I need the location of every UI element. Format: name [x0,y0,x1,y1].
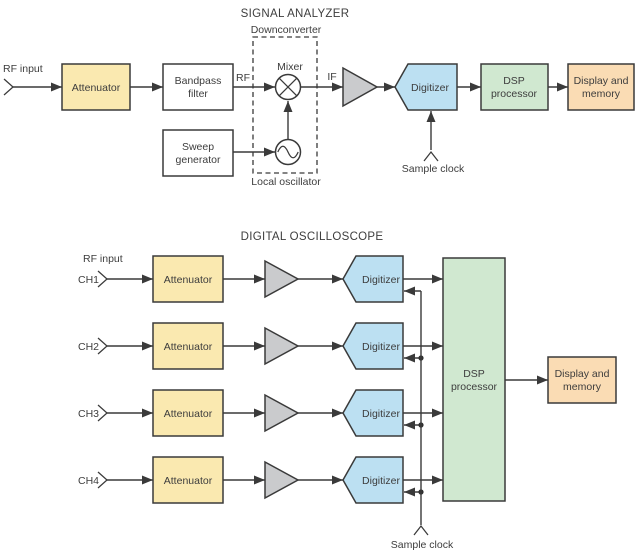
ch1-amplifier-icon [264,259,300,299]
analyzer-title: SIGNAL ANALYZER [241,8,350,20]
oscilloscope-display-label-line2: memory [563,381,602,393]
analyzer-display-label-line2: memory [582,88,621,100]
analyzer-digitizer-label: Digitizer [411,82,449,94]
ch2-attenuator-label: Attenuator [164,341,213,353]
ch4-attenuator-box [152,456,224,504]
digital-oscilloscope-section: DIGITAL OSCILLOSCOPE RF input CH1 Attenu… [78,231,617,551]
channel-3-chain: CH3 Attenuator Digitizer [78,389,443,437]
oscilloscope-sample-clock-label: Sample clock [391,539,454,551]
ch2-amplifier-icon [264,326,300,366]
clock-connector-icon [423,150,439,162]
bandpass-filter-label-line2: filter [188,88,208,100]
ch3-attenuator-label: Attenuator [164,408,213,420]
channel-4-connector-icon [97,471,108,489]
channel-3-connector-icon [97,404,108,422]
oscilloscope-display-label-line1: Display and [555,368,610,380]
downconverter-dashed-box [252,36,318,174]
channel-2-label: CH2 [78,341,99,353]
oscilloscope-title: DIGITAL OSCILLOSCOPE [241,231,384,243]
local-oscillator-label: Local oscillator [251,176,321,188]
mixer-cross-line2 [278,77,298,97]
bandpass-filter-label-line1: Bandpass [175,75,222,87]
ch2-attenuator-box [152,322,224,370]
ch4-attenuator-label: Attenuator [164,475,213,487]
ch1-digitizer-label: Digitizer [362,274,400,286]
oscilloscope-rf-input-label: RF input [83,253,123,265]
analyzer-rf-input-label: RF input [3,63,43,75]
signal-analyzer-section: SIGNAL ANALYZER RF input Attenuator Band… [3,8,635,188]
oscillator-sine-wave-icon [277,145,299,159]
analyzer-display-label-line1: Display and [574,75,629,87]
ch3-attenuator-box [152,389,224,437]
oscilloscope-dsp-box [442,257,506,502]
ch1-attenuator-label: Attenuator [164,274,213,286]
analyzer-dsp-label-line2: processor [491,88,538,100]
sweep-generator-box [162,129,234,177]
oscilloscope-display-box [547,356,617,404]
analyzer-display-box [567,63,635,111]
channel-1-chain: CH1 Attenuator Digitizer [78,255,443,303]
ch3-digitizer-label: Digitizer [362,408,400,420]
ch4-digitizer-label: Digitizer [362,475,400,487]
channel-4-label: CH4 [78,475,99,487]
oscilloscope-dsp-label-line2: processor [451,381,498,393]
ch2-digitizer-label: Digitizer [362,341,400,353]
oscilloscope-dsp-label-line1: DSP [463,368,485,380]
rf-signal-label: RF [236,72,250,84]
channel-2-chain: CH2 Attenuator Digitizer [78,322,443,370]
channel-3-label: CH3 [78,408,99,420]
analyzer-sample-clock-label: Sample clock [402,163,465,175]
downconverter-label: Downconverter [251,24,322,36]
if-signal-label: IF [327,71,336,83]
analyzer-dsp-label-line1: DSP [503,75,525,87]
channel-1-label: CH1 [78,274,99,286]
mixer-label: Mixer [277,61,303,73]
channel-1-connector-icon [97,270,108,288]
channel-4-chain: CH4 Attenuator Digitizer [78,456,443,504]
analyzer-dsp-box [480,63,549,111]
sample-clock-connector-icon [413,524,429,536]
input-connector-icon [3,78,14,96]
ch1-attenuator-box [152,255,224,303]
analyzer-attenuator-label: Attenuator [72,82,121,94]
sweep-generator-label-line2: generator [176,154,221,166]
amplifier-icon [342,66,379,108]
ch4-amplifier-icon [264,460,300,500]
channel-2-connector-icon [97,337,108,355]
bandpass-filter-box [162,63,234,111]
ch3-amplifier-icon [264,393,300,433]
sweep-generator-label-line1: Sweep [182,141,214,153]
